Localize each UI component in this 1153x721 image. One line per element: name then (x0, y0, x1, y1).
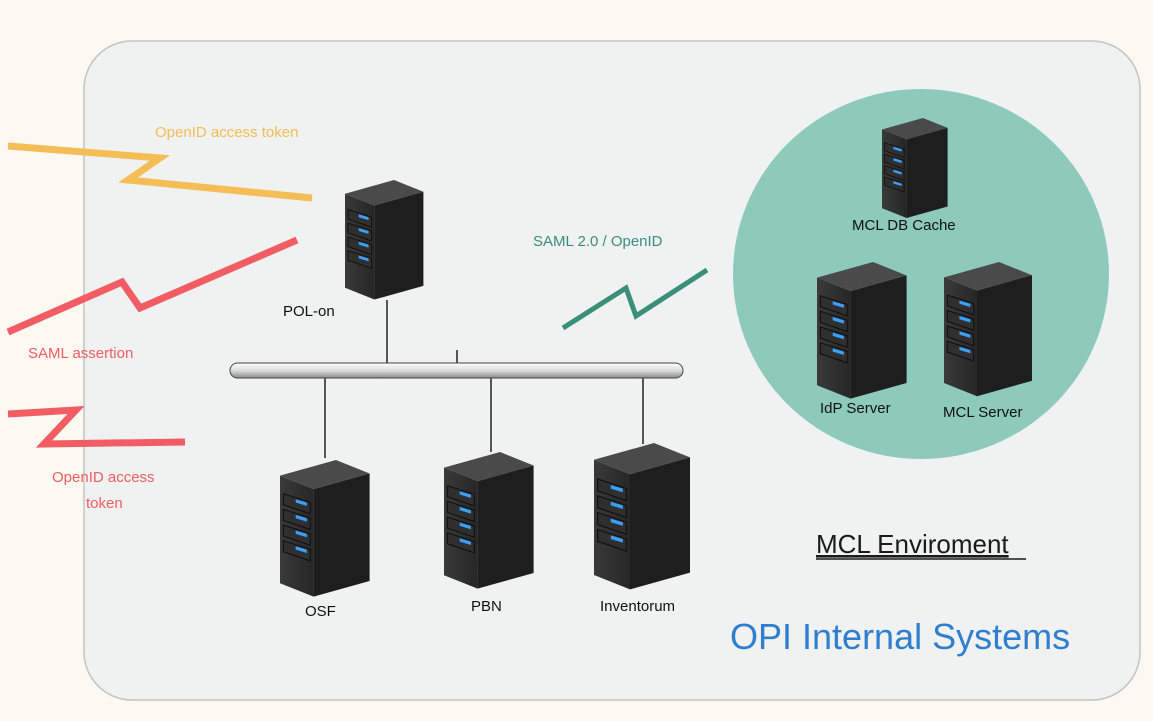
saml-assertion-label: SAML assertion (28, 345, 133, 362)
openid-access-token-label: OpenID access token (155, 124, 298, 141)
idp-server-label: IdP Server (820, 400, 891, 417)
saml-openid-connector (561, 267, 709, 331)
openid-token-lower-label: token (86, 495, 123, 512)
mcl-server-icon (943, 261, 1033, 397)
mcl-environment-title: MCL Enviroment (816, 529, 1009, 559)
openid-access-token-lower-connector (7, 405, 186, 448)
saml-openid-label: SAML 2.0 / OpenID (533, 233, 663, 250)
inventorum-label: Inventorum (600, 598, 675, 615)
openid-access-lower-label: OpenID access (52, 469, 155, 486)
idp-server-icon (816, 261, 908, 400)
saml-assertion-connector (6, 236, 299, 336)
mcl-server-label: MCL Server (943, 404, 1022, 421)
pbn-label: PBN (471, 598, 502, 615)
pol-on-server-icon (344, 179, 424, 301)
opi-internal-systems-title: OPI Internal Systems (730, 616, 1070, 657)
openid-access-token-connector (7, 142, 313, 202)
pbn-server-icon (443, 451, 535, 590)
network-bus (229, 362, 684, 379)
osf-label: OSF (305, 603, 336, 620)
osf-server-icon (279, 459, 371, 598)
mcl-db-cache-server-icon (881, 117, 949, 219)
mcl-db-cache-label: MCL DB Cache (852, 217, 956, 234)
inventorum-server-icon (593, 442, 691, 591)
pol-on-label: POL-on (283, 303, 335, 320)
